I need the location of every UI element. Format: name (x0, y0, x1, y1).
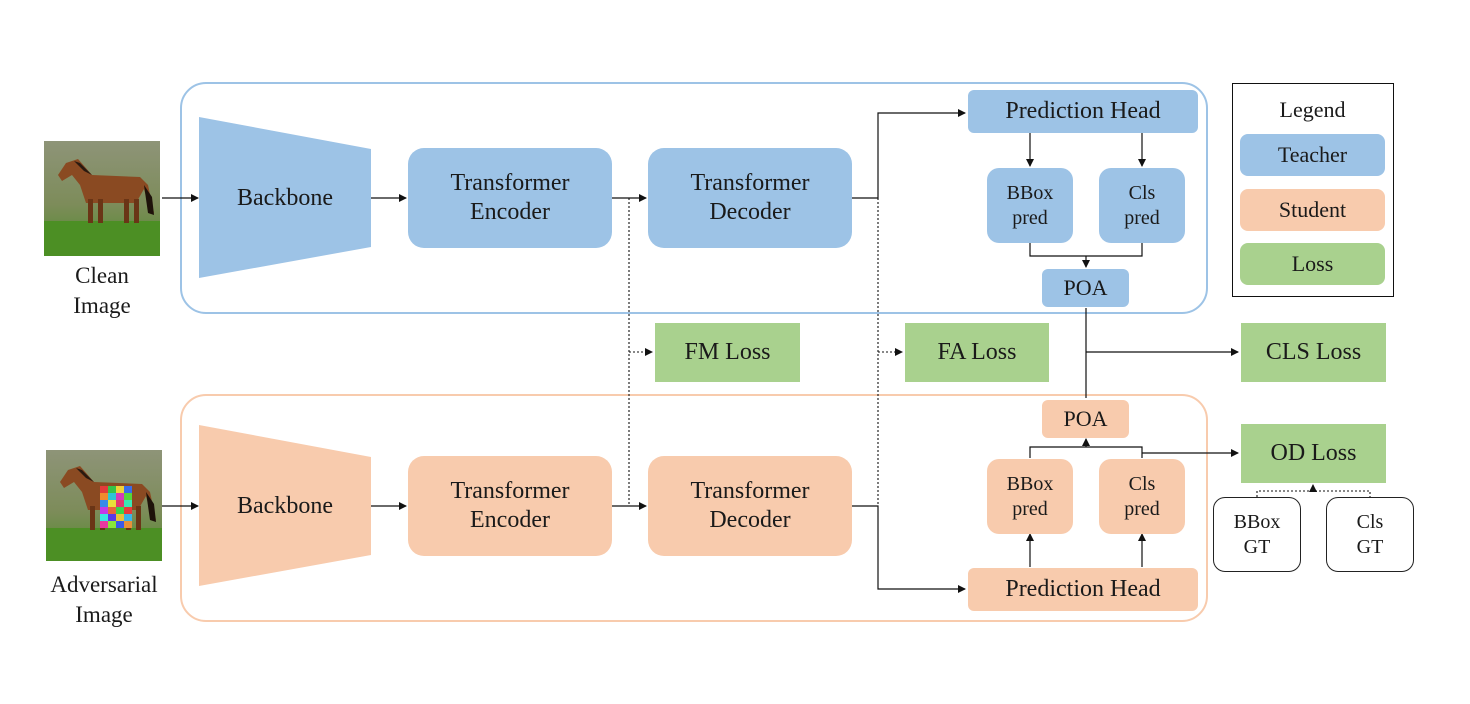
teacher-cls-line2: pred (1124, 206, 1160, 229)
student-bbox-pred: BBox pred (987, 459, 1073, 534)
cls-loss: CLS Loss (1241, 323, 1386, 382)
teacher-backbone-label: Backbone (237, 185, 333, 212)
teacher-backbone-shape (199, 117, 371, 278)
student-encoder-line1: Transformer (450, 477, 570, 504)
student-group (180, 394, 1208, 622)
student-decoder-line1: Transformer (690, 477, 810, 504)
student-prediction-head: Prediction Head (968, 568, 1198, 611)
teacher-prediction-head: Prediction Head (968, 90, 1198, 133)
wire-bbox-cls-merge-teacher (1029, 243, 1143, 257)
student-bbox-line1: BBox (1006, 473, 1054, 496)
teacher-encoder-line2: Encoder (470, 199, 550, 225)
adversarial-horse-image (46, 450, 162, 561)
student-transformer-decoder: Transformer Decoder (648, 456, 852, 556)
legend: Legend Teacher Student Loss (1232, 83, 1394, 297)
legend-student: Student (1240, 189, 1385, 231)
teacher-cls-line1: Cls (1128, 182, 1156, 205)
adversarial-image-label-line2: Image (75, 601, 133, 627)
fm-loss: FM Loss (655, 323, 800, 382)
student-poa: POA (1042, 400, 1129, 438)
cls-gt: Cls GT (1326, 497, 1414, 572)
adversarial-image-label-line1: Adversarial (50, 572, 158, 597)
student-transformer-encoder: Transformer Encoder (408, 456, 612, 556)
od-loss: OD Loss (1241, 424, 1386, 483)
clean-image-label: Clean Image (40, 261, 164, 321)
wire-bbox-cls-merge-student (1029, 446, 1143, 458)
student-decoder-line2: Decoder (709, 507, 791, 533)
student-cls-line2: pred (1124, 497, 1160, 520)
adversarial-patch-icon (100, 486, 132, 528)
teacher-bbox-pred: BBox pred (987, 168, 1073, 243)
clean-image-label-line2: Image (73, 292, 131, 318)
legend-teacher: Teacher (1240, 134, 1385, 176)
fa-loss: FA Loss (905, 323, 1049, 382)
cls-gt-line1: Cls (1356, 511, 1384, 534)
teacher-transformer-encoder: Transformer Encoder (408, 148, 612, 248)
adversarial-image-label: Adversarial Image (30, 570, 178, 630)
teacher-encoder-line1: Transformer (450, 169, 570, 196)
student-encoder-line2: Encoder (470, 507, 550, 533)
cls-gt-line2: GT (1356, 535, 1384, 558)
bbox-gt-line1: BBox (1233, 511, 1281, 534)
arrow-decoder-to-head-teacher (852, 109, 966, 199)
legend-loss: Loss (1240, 243, 1385, 285)
clean-horse-image (44, 141, 160, 256)
bbox-gt: BBox GT (1213, 497, 1301, 572)
teacher-bbox-line2: pred (1012, 206, 1048, 229)
teacher-decoder-line1: Transformer (690, 169, 810, 196)
arrow-decoder-to-head-student (852, 505, 966, 593)
clean-image-label-line1: Clean (75, 263, 129, 288)
teacher-cls-pred: Cls pred (1099, 168, 1185, 243)
dotted-gt-to-od-loss (1256, 490, 1371, 501)
bbox-gt-line2: GT (1243, 535, 1271, 558)
student-cls-pred: Cls pred (1099, 459, 1185, 534)
teacher-decoder-line2: Decoder (709, 199, 791, 225)
teacher-bbox-line1: BBox (1006, 182, 1054, 205)
student-bbox-line2: pred (1012, 497, 1048, 520)
teacher-poa: POA (1042, 269, 1129, 307)
legend-title: Legend (1279, 96, 1346, 122)
teacher-transformer-decoder: Transformer Decoder (648, 148, 852, 248)
student-cls-line1: Cls (1128, 473, 1156, 496)
student-backbone-label: Backbone (237, 493, 333, 520)
student-backbone-shape (199, 425, 371, 586)
